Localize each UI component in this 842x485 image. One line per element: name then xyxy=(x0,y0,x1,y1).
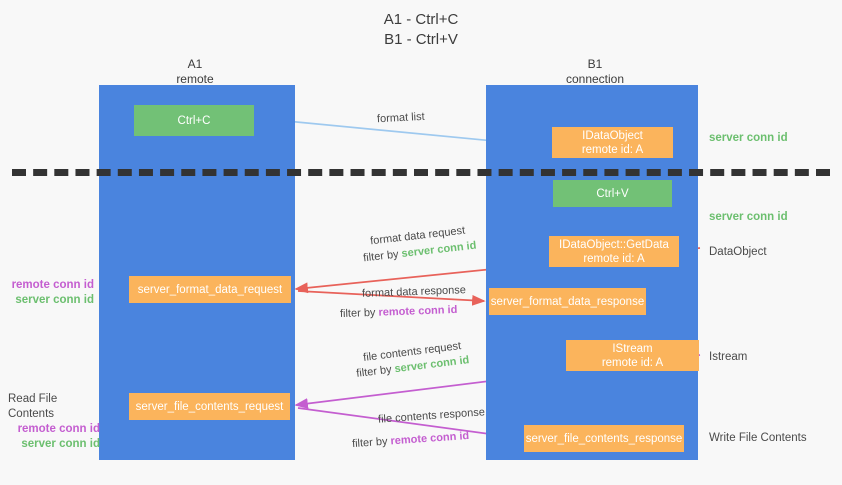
label-istream: Istream xyxy=(709,351,748,363)
page-title: A1 - Ctrl+C B1 - Ctrl+V xyxy=(0,10,842,50)
label-server-conn-id-second: server conn id xyxy=(709,211,788,223)
node-server-file-contents-request-label: server_file_contents_request xyxy=(135,400,284,413)
node-idataobject[interactable]: IDataObject remote id: A xyxy=(552,127,673,158)
node-ctrl-v-label: Ctrl+V xyxy=(596,187,629,200)
node-istream-title: IStream xyxy=(612,342,653,355)
node-ctrl-c[interactable]: Ctrl+C xyxy=(134,105,254,136)
node-server-file-contents-response[interactable]: server_file_contents_response xyxy=(524,425,684,452)
node-ctrl-c-label: Ctrl+C xyxy=(177,114,211,127)
node-getdata-title: IDataObject::GetData xyxy=(559,238,669,251)
arrow-format-data-response xyxy=(297,290,486,306)
swimlane-b1-name: B1 xyxy=(587,57,603,71)
label-read-file-contents-group: Read File Contents remote conn id server… xyxy=(8,392,100,452)
node-server-format-data-request[interactable]: server_format_data_request xyxy=(129,276,291,303)
label-server-conn-id-left-2: server conn id xyxy=(21,438,100,450)
node-getdata-subtitle: remote id: A xyxy=(583,252,645,265)
label-remote-conn-id-1: remote conn id xyxy=(11,279,94,291)
swimlane-a1-header: A1 remote xyxy=(120,57,270,87)
node-idataobject-getdata[interactable]: IDataObject::GetData remote id: A xyxy=(549,236,679,267)
filter-prefix: filter by xyxy=(362,248,403,265)
filter-prefix: filter by xyxy=(355,363,396,380)
label-dataobject: DataObject xyxy=(709,246,767,258)
node-server-file-contents-response-label: server_file_contents_response xyxy=(525,432,683,445)
arrow-label-format-list: format list xyxy=(376,110,425,126)
title-line-1: A1 - Ctrl+C xyxy=(383,11,459,28)
label-server-conn-id-left-1: server conn id xyxy=(15,294,94,306)
node-ctrl-v[interactable]: Ctrl+V xyxy=(553,180,672,207)
node-server-format-data-response-label: server_format_data_response xyxy=(490,295,645,308)
label-read-file-contents: Read File Contents xyxy=(8,393,58,420)
swimlane-a1-name: A1 xyxy=(187,57,203,71)
node-istream[interactable]: IStream remote id: A xyxy=(566,340,699,371)
dashed-divider xyxy=(12,169,830,176)
swimlane-a1-sub: remote xyxy=(176,72,214,86)
node-server-file-contents-request[interactable]: server_file_contents_request xyxy=(129,393,290,420)
filter-prefix: filter by xyxy=(339,306,379,321)
label-conn-ids-format: remote conn id server conn id xyxy=(8,278,94,308)
node-idataobject-subtitle: remote id: A xyxy=(581,143,644,156)
label-remote-conn-id-2: remote conn id xyxy=(17,423,100,435)
filter-prefix: filter by xyxy=(351,435,391,451)
node-server-format-data-response[interactable]: server_format_data_response xyxy=(489,288,646,315)
swimlane-b1-sub: connection xyxy=(565,72,625,86)
node-server-format-data-request-label: server_format_data_request xyxy=(137,283,283,296)
arrow-file-contents-response xyxy=(297,407,521,442)
title-line-2: B1 - Ctrl+V xyxy=(384,31,458,48)
node-idataobject-title: IDataObject xyxy=(582,129,643,142)
node-istream-subtitle: remote id: A xyxy=(601,356,664,369)
label-write-file-contents: Write File Contents xyxy=(709,432,807,444)
swimlane-b1-header: B1 connection xyxy=(520,57,670,87)
label-server-conn-id-top: server conn id xyxy=(709,132,788,144)
filter-value-remote-conn-id: remote conn id xyxy=(378,303,458,319)
